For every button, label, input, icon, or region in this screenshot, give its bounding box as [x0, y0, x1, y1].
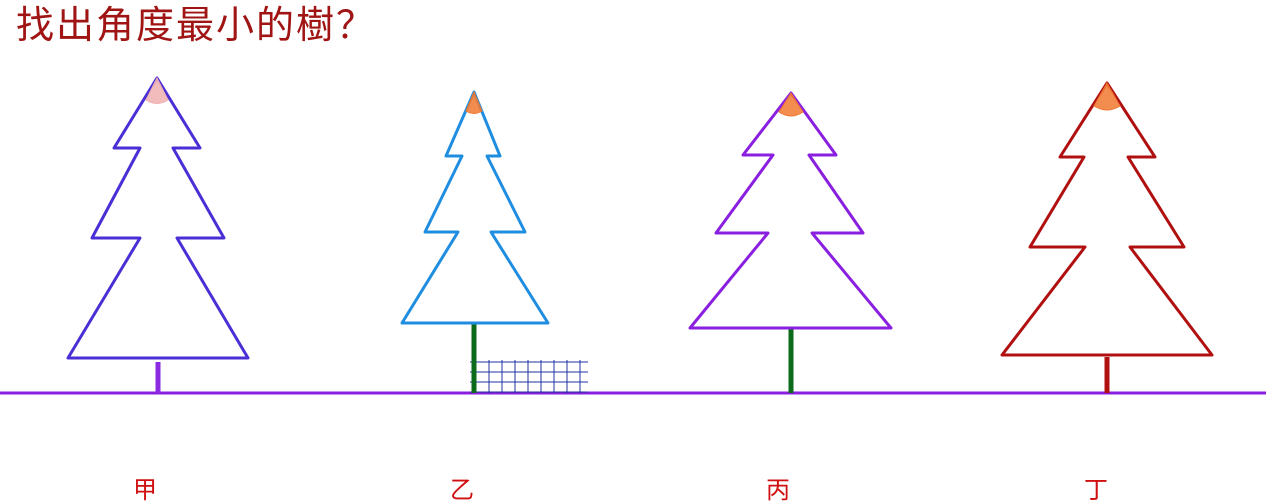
apex-angle-marker — [465, 90, 483, 114]
apex-angle-marker — [145, 76, 169, 104]
tree-outline — [66, 76, 250, 360]
apex-angle-marker — [1093, 81, 1121, 111]
tree-outline — [400, 90, 550, 325]
tree-yi — [400, 90, 550, 393]
tree-label-bing: 丙 — [766, 476, 790, 504]
tree-outline — [1000, 81, 1214, 357]
tree-jia — [66, 76, 250, 393]
tree-bing — [688, 91, 893, 393]
page-title: 找出角度最小的樹？ — [16, 3, 377, 47]
tree-ding — [1000, 81, 1214, 393]
tree-label-ding: 丁 — [1084, 476, 1108, 504]
tree-label-yi: 乙 — [450, 476, 474, 504]
tree-outline — [688, 91, 893, 330]
tree-label-jia: 甲 — [133, 476, 157, 504]
grid-pattern — [470, 360, 588, 393]
apex-angle-marker — [778, 92, 804, 117]
